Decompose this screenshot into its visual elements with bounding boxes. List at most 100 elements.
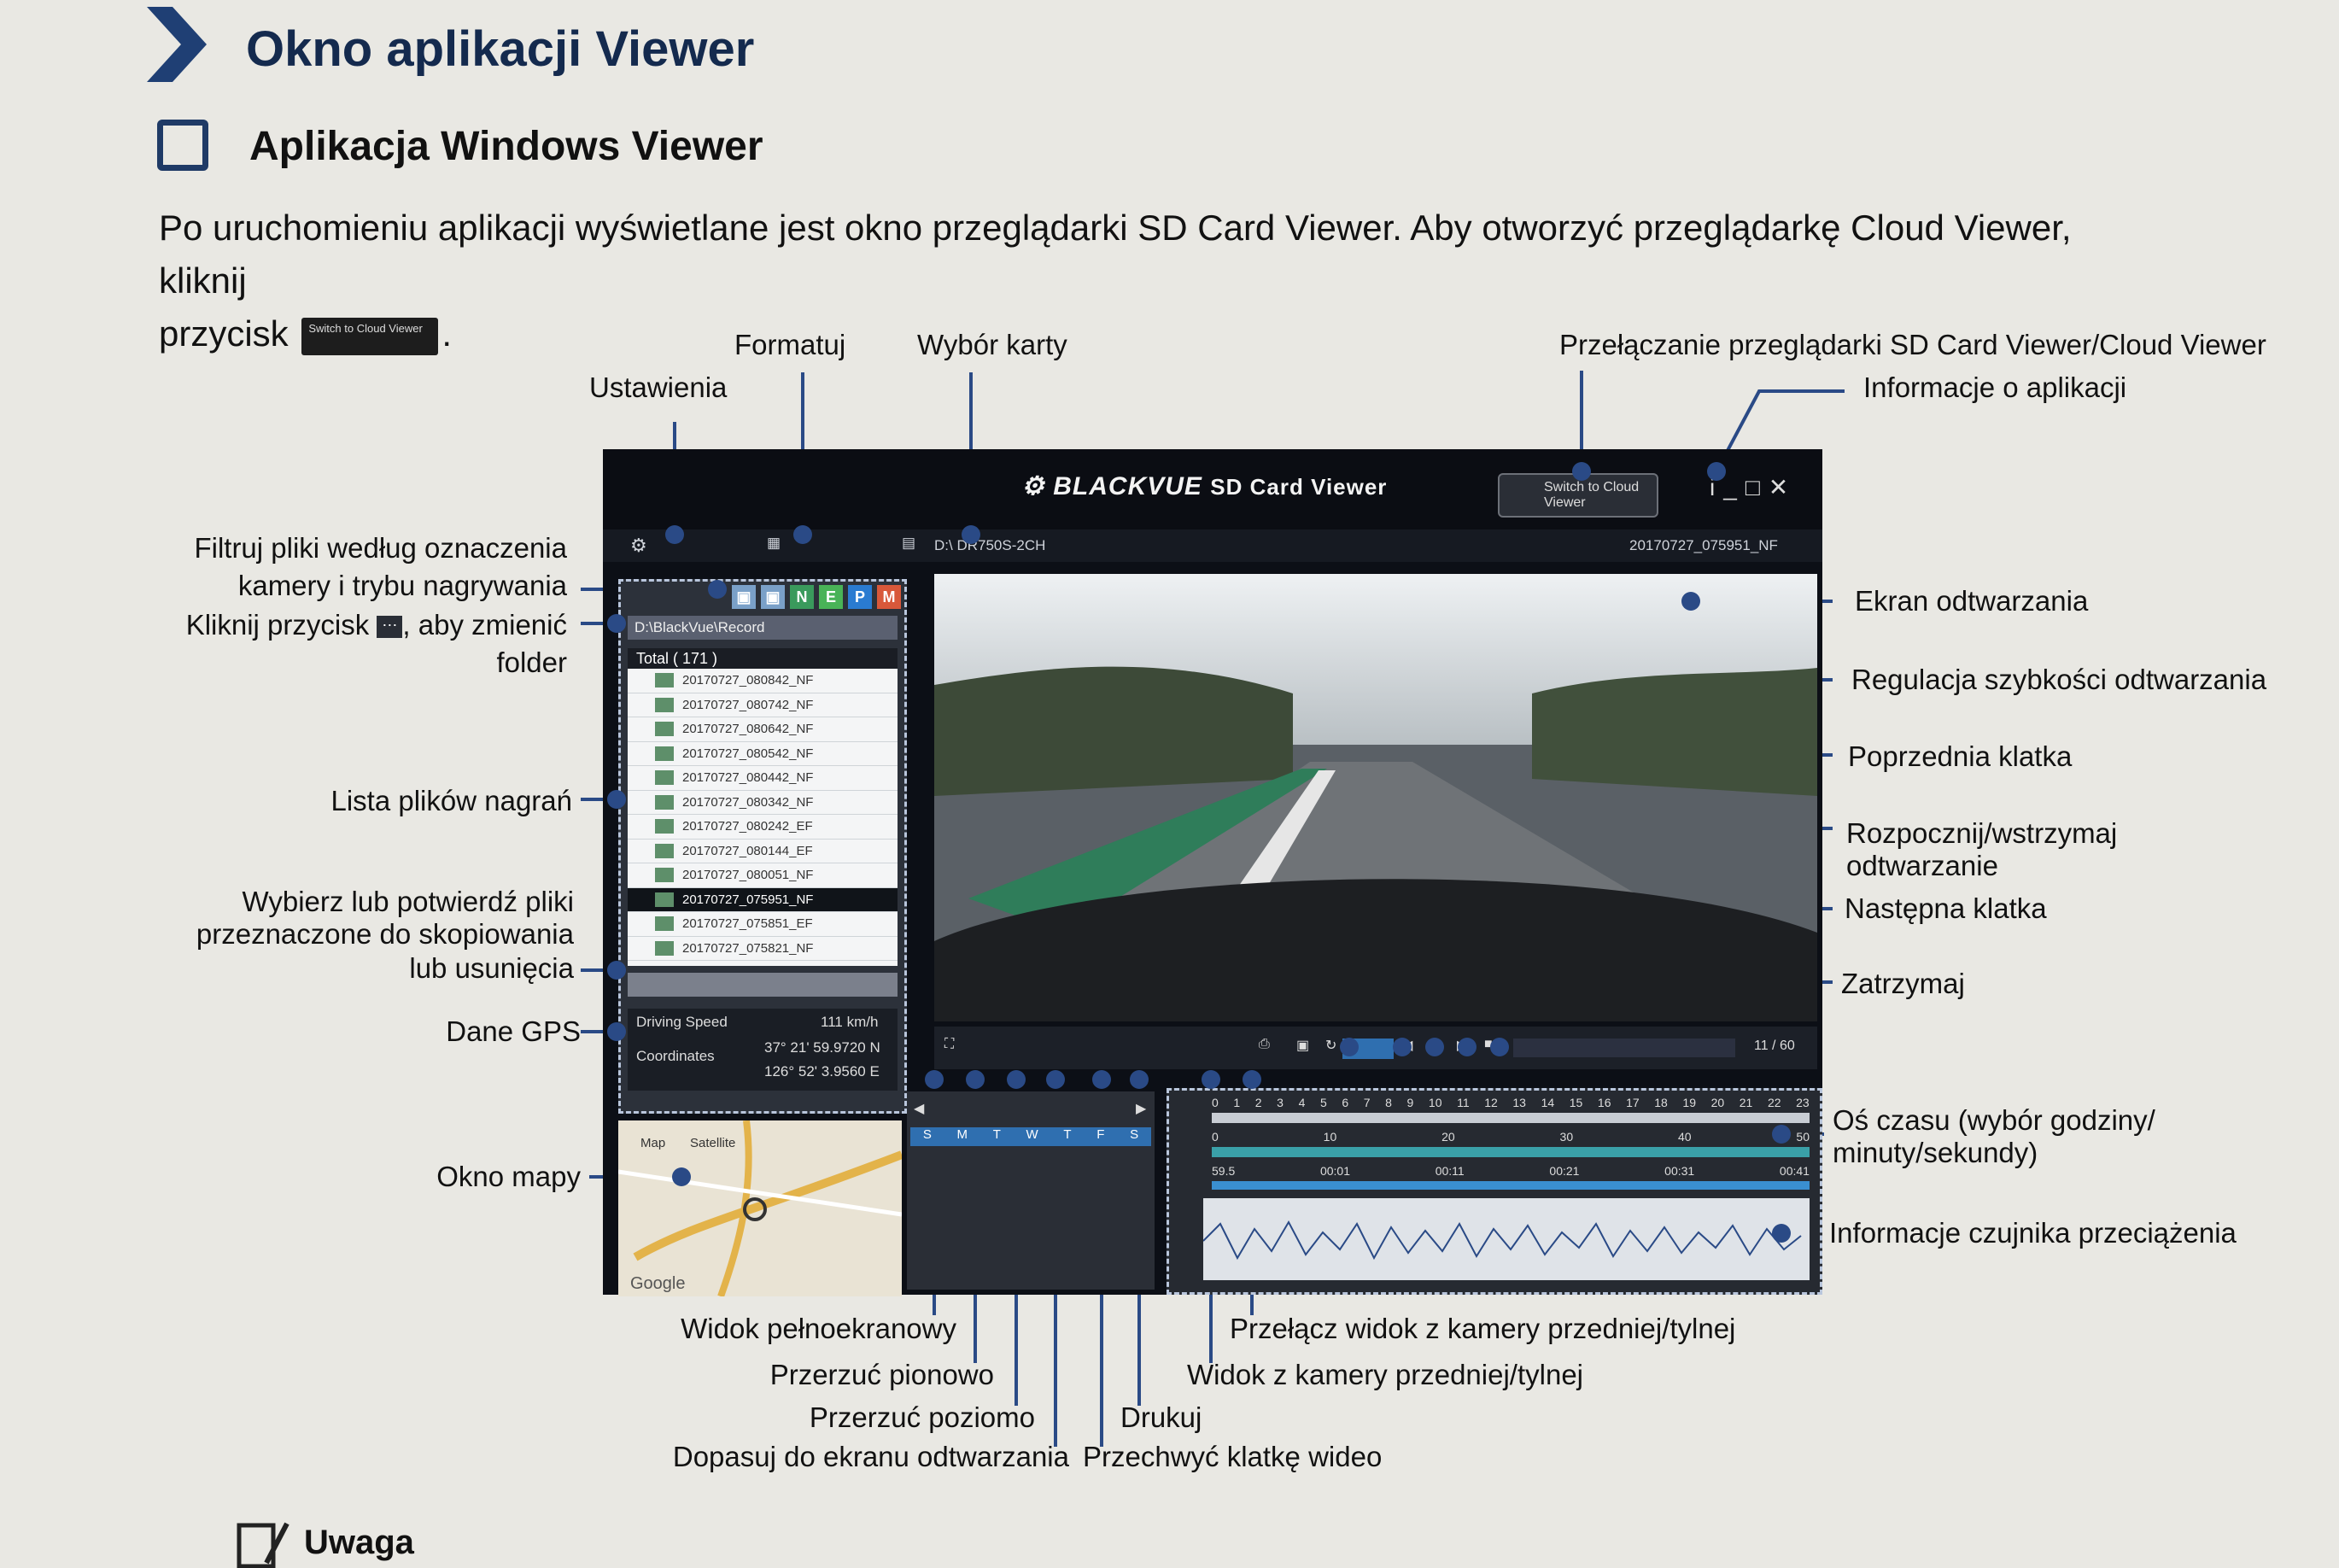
- front-camera-filter-icon[interactable]: ▣: [732, 585, 756, 609]
- list-item[interactable]: 20170727_080144_EF: [628, 840, 898, 863]
- label-czujnik: Informacje czujnika przeciążenia: [1829, 1217, 2237, 1249]
- label-kliknij-2: folder: [496, 647, 567, 678]
- note-title: Uwaga: [304, 1524, 414, 1561]
- maximize-icon[interactable]: □: [1745, 474, 1769, 500]
- map-window[interactable]: Map Satellite Google: [618, 1120, 902, 1296]
- list-item[interactable]: 20170727_080842_NF: [628, 669, 898, 693]
- label-rozpocznij-1: Rozpocznij/wstrzymaj: [1846, 817, 2118, 849]
- inline-switch-button: Switch to Cloud Viewer: [301, 317, 439, 355]
- list-item[interactable]: 20170727_080051_NF: [628, 863, 898, 888]
- map-tab-satellite[interactable]: Satellite: [690, 1136, 736, 1150]
- list-item[interactable]: 20170727_080342_NF: [628, 791, 898, 815]
- list-item-selected[interactable]: 20170727_075951_NF: [628, 887, 898, 912]
- sd-card-icon[interactable]: ▤: [902, 535, 916, 551]
- minimize-icon[interactable]: _: [1723, 474, 1745, 500]
- progress-bar[interactable]: [1513, 1039, 1735, 1057]
- list-item[interactable]: 20170727_080542_NF: [628, 742, 898, 766]
- intro-paragraph: Po uruchomieniu aplikacji wyświetlane je…: [159, 202, 2123, 360]
- folder-path[interactable]: D:\BlackVue\Record: [628, 616, 898, 640]
- label-formatuj: Formatuj: [734, 329, 846, 360]
- more-icon: ⋯: [377, 616, 403, 639]
- list-item[interactable]: 20170727_080642_NF: [628, 717, 898, 742]
- current-file: 20170727_075951_NF: [1629, 537, 1778, 553]
- label-wybor-karty: Wybór karty: [917, 329, 1067, 360]
- map-roads: [618, 1120, 902, 1296]
- gear-icon[interactable]: ⚙: [630, 535, 647, 556]
- gps-speed: 111 km/h: [821, 1014, 879, 1030]
- blackvue-logo-icon: ⚙: [1021, 472, 1045, 500]
- progress-counter: 11 / 60: [1754, 1039, 1795, 1053]
- viewer-window: ⚙ BLACKVUE SD Card Viewer Switch to Clou…: [603, 449, 1822, 1296]
- gps-latitude: 37° 21' 59.9720 N: [764, 1039, 880, 1056]
- label-informacje: Informacje o aplikacji: [1863, 372, 2127, 403]
- camera-view-icon[interactable]: ▣: [1296, 1039, 1310, 1053]
- close-icon[interactable]: ✕: [1768, 474, 1798, 500]
- file-list: Total ( 171 ) 20170727_080842_NF 2017072…: [628, 648, 898, 966]
- list-item[interactable]: 20170727_080242_EF: [628, 815, 898, 840]
- list-item[interactable]: 20170727_075821_NF: [628, 937, 898, 961]
- gps-coord-label: Coordinates: [636, 1048, 715, 1064]
- label-wybierz-2: przeznaczone do skopiowania: [196, 918, 574, 950]
- copy-delete-bar[interactable]: [628, 973, 898, 997]
- checkbox-icon: [157, 120, 208, 171]
- calendar-prev-icon[interactable]: ◀: [914, 1102, 925, 1116]
- label-przelacz-widok: Przełącz widok z kamery przedniej/tylnej: [1230, 1313, 1736, 1344]
- info-icon[interactable]: i: [1710, 474, 1724, 500]
- window-controls: i_□✕: [1710, 473, 1797, 501]
- app-brand: ⚙ BLACKVUE SD Card Viewer: [1021, 471, 1387, 501]
- label-okno-mapy: Okno mapy: [436, 1161, 581, 1192]
- map-tab-map[interactable]: Map: [640, 1136, 666, 1150]
- label-drukuj: Drukuj: [1120, 1401, 1202, 1433]
- title-bar: ⚙ BLACKVUE SD Card Viewer Switch to Clou…: [603, 449, 1822, 529]
- label-regulacja: Regulacja szybkości odtwarzania: [1851, 664, 2267, 695]
- label-lista: Lista plików nagrań: [330, 785, 573, 816]
- label-ekran: Ekran odtwarzania: [1855, 585, 2089, 617]
- toolbar: ⚙ ▦ ▤ D:\ DR750S-2CH 20170727_075951_NF: [603, 529, 1822, 562]
- filter-parking[interactable]: P: [848, 585, 872, 609]
- label-przechwyc: Przechwyć klatkę wideo: [1083, 1441, 1383, 1472]
- gps-speed-label: Driving Speed: [636, 1014, 728, 1030]
- label-ustawienia: Ustawienia: [589, 372, 728, 403]
- label-os-czasu-2: minuty/sekundy): [1833, 1137, 2038, 1168]
- label-kliknij-1: Kliknij przycisk ⋯, aby zmienić: [185, 609, 567, 641]
- label-wybierz-1: Wybierz lub potwierdź pliki: [242, 886, 574, 917]
- file-total: Total ( 171 ): [628, 648, 898, 669]
- label-dane-gps: Dane GPS: [446, 1015, 581, 1047]
- print-icon[interactable]: ⎙: [1259, 1037, 1270, 1051]
- filter-manual[interactable]: M: [877, 585, 901, 609]
- page-title: Okno aplikacji Viewer: [246, 21, 755, 77]
- intro-end: .: [441, 313, 453, 354]
- intro-text: Po uruchomieniu aplikacji wyświetlane je…: [159, 208, 2072, 301]
- label-nastepna: Następna klatka: [1845, 892, 2047, 924]
- stop-icon[interactable]: ■: [1484, 1037, 1493, 1051]
- label-widok-kamery: Widok z kamery przedniej/tylnej: [1187, 1359, 1583, 1390]
- calendar-next-icon[interactable]: ▶: [1136, 1102, 1147, 1116]
- filter-normal[interactable]: N: [790, 585, 814, 609]
- playback-screen[interactable]: [934, 574, 1817, 1021]
- filter-event[interactable]: E: [819, 585, 843, 609]
- switch-to-cloud-button[interactable]: Switch to Cloud Viewer: [1498, 473, 1658, 518]
- card-select[interactable]: D:\ DR750S-2CH: [934, 537, 1046, 553]
- fullscreen-icon[interactable]: ⛶: [944, 1037, 955, 1051]
- intro-text-2: przycisk: [159, 313, 289, 354]
- gps-panel: Driving Speed 111 km/h Coordinates 37° 2…: [628, 1009, 898, 1091]
- label-dopasuj: Dopasuj do ekranu odtwarzania: [672, 1441, 1069, 1472]
- label-filtruj-1: Filtruj pliki według oznaczenia: [194, 532, 567, 564]
- section-title: Aplikacja Windows Viewer: [249, 124, 763, 169]
- label-wybierz-3: lub usunięcia: [409, 952, 574, 984]
- list-item[interactable]: 20170727_075851_EF: [628, 912, 898, 937]
- switch-camera-icon[interactable]: ↻: [1325, 1039, 1337, 1053]
- control-bar: ⛶ ⎙ ▣ ↻ ◀ ▶ ▶ ■ 11 / 60: [934, 1027, 1817, 1069]
- list-item[interactable]: 20170727_080742_NF: [628, 693, 898, 717]
- label-os-czasu-1: Oś czasu (wybór godziny/: [1833, 1104, 2155, 1136]
- list-item[interactable]: 20170727_080442_NF: [628, 766, 898, 791]
- rear-camera-filter-icon[interactable]: ▣: [761, 585, 785, 609]
- format-icon[interactable]: ▦: [767, 535, 781, 551]
- label-filtruj-2: kamery i trybu nagrywania: [237, 570, 567, 601]
